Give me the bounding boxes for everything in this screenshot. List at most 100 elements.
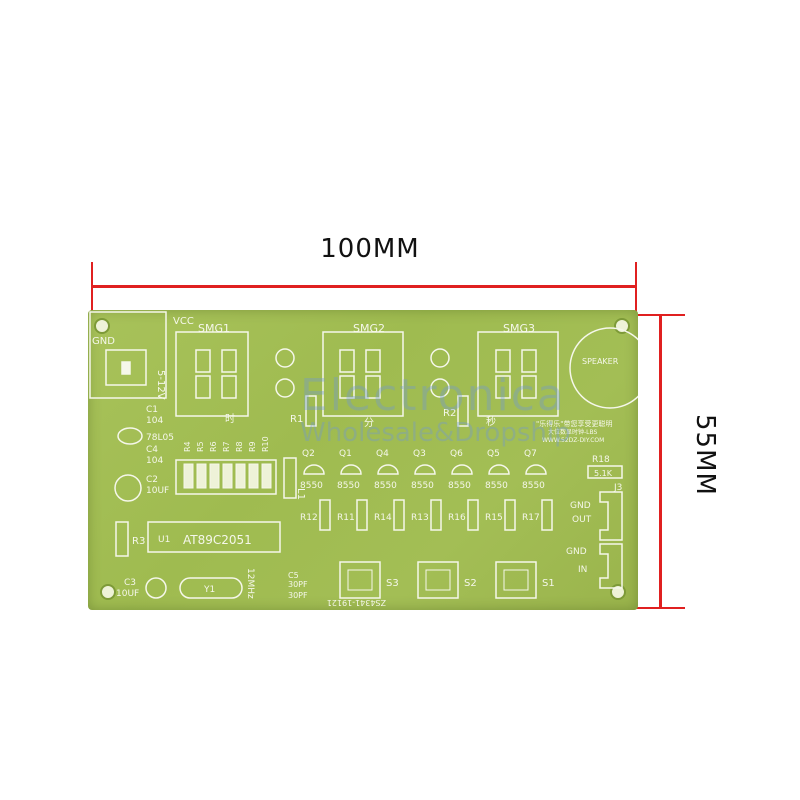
in-pin-gnd: GND bbox=[566, 547, 587, 557]
r2-footprint bbox=[457, 395, 469, 427]
brand-line1: "乐得乐"带您享受更聪明 bbox=[536, 419, 612, 428]
array-r6-footprint bbox=[209, 463, 220, 489]
array-r4-label: R4 bbox=[183, 441, 192, 452]
array-r6-label: R6 bbox=[209, 441, 218, 452]
transistor-q5-footprint bbox=[488, 464, 510, 475]
c2-footprint bbox=[114, 474, 142, 502]
r1-label: R1 bbox=[290, 414, 303, 425]
transistor-q2-label: Q2 bbox=[302, 449, 315, 459]
array-r5-label: R5 bbox=[196, 441, 205, 452]
c1-value: 104 bbox=[146, 416, 163, 426]
resistor-r14-footprint bbox=[393, 499, 405, 531]
transistor-q5-type: 8550 bbox=[485, 481, 508, 491]
width-dimension-tick-left bbox=[91, 262, 93, 312]
speaker-outline bbox=[569, 327, 651, 409]
c2-label: C2 bbox=[146, 475, 158, 485]
array-r4-footprint bbox=[183, 463, 194, 489]
crystal-label: Y1 bbox=[203, 585, 215, 595]
mcu-ref: U1 bbox=[158, 535, 170, 545]
resistor-r15-label: R15 bbox=[485, 513, 503, 523]
transistor-q7-footprint bbox=[525, 464, 547, 475]
segment-display-smg2 bbox=[322, 331, 404, 417]
in-pin-in: IN bbox=[578, 565, 587, 575]
vcc-label: VCC bbox=[173, 316, 194, 327]
r18-label: R18 bbox=[592, 455, 610, 465]
height-dimension-tick-bottom bbox=[630, 607, 685, 609]
array-r7-label: R7 bbox=[222, 441, 231, 452]
button-s3-cap bbox=[347, 569, 373, 591]
input-connector-footprint bbox=[599, 543, 623, 589]
l1-label: L1 bbox=[295, 488, 306, 500]
resistor-r12-label: R12 bbox=[300, 513, 318, 523]
mcu-footprint bbox=[147, 521, 281, 553]
c4-label: C4 bbox=[146, 445, 158, 455]
transistor-q1-label: Q1 bbox=[339, 449, 352, 459]
crystal-footprint bbox=[179, 577, 243, 599]
transistor-q6-footprint bbox=[451, 464, 473, 475]
resistor-r13-footprint bbox=[430, 499, 442, 531]
transistor-q4-type: 8550 bbox=[374, 481, 397, 491]
j3-pin-gnd: GND bbox=[570, 501, 591, 511]
button-s3-footprint bbox=[339, 561, 381, 599]
resistor-r13-label: R13 bbox=[411, 513, 429, 523]
transistor-q2-type: 8550 bbox=[300, 481, 323, 491]
transistor-q7-type: 8550 bbox=[522, 481, 545, 491]
button-s1-footprint bbox=[495, 561, 537, 599]
colon-leds bbox=[275, 348, 450, 398]
array-r9-label: R9 bbox=[248, 441, 257, 452]
serial-label: ZS4341-19121 bbox=[327, 598, 386, 607]
transistor-q7-label: Q7 bbox=[524, 449, 537, 459]
smg2-caption: 分 bbox=[364, 417, 374, 429]
speaker-label: SPEAKER bbox=[582, 357, 619, 366]
array-r10-footprint bbox=[261, 463, 272, 489]
resistor-r12-footprint bbox=[319, 499, 331, 531]
transistor-row: Q28550Q18550Q48550Q38550Q68550Q58550Q785… bbox=[300, 449, 547, 491]
brand-url: WWW.52DZ-DIY.COM bbox=[542, 437, 604, 444]
transistor-q3-type: 8550 bbox=[411, 481, 434, 491]
resistor-r17-footprint bbox=[541, 499, 553, 531]
transistor-q4-label: Q4 bbox=[376, 449, 389, 459]
smg3-label: SMG3 bbox=[503, 322, 535, 335]
j3-label: J3 bbox=[613, 483, 622, 493]
power-connector-footprint bbox=[89, 311, 167, 399]
resistor-array-outline bbox=[175, 459, 277, 495]
c5-value: 30PF bbox=[288, 580, 308, 589]
segment-display-smg3 bbox=[477, 331, 559, 417]
c3-label: C3 bbox=[124, 578, 136, 588]
mcu-label: AT89C2051 bbox=[183, 533, 252, 547]
array-r10-label: R10 bbox=[261, 436, 270, 452]
c6-value: 30PF bbox=[288, 591, 308, 600]
gnd-label: GND bbox=[92, 336, 115, 347]
crystal-freq: 12MHz bbox=[245, 568, 255, 599]
segment-display-smg1 bbox=[175, 331, 249, 417]
transistor-q3-label: Q3 bbox=[413, 449, 426, 459]
resistor-r15-footprint bbox=[504, 499, 516, 531]
r2-label: R2 bbox=[443, 408, 456, 419]
smg1-label: SMG1 bbox=[198, 322, 230, 335]
transistor-q6-label: Q6 bbox=[450, 449, 463, 459]
smg1-caption: 时 bbox=[225, 413, 235, 425]
height-dimension-line bbox=[659, 315, 662, 608]
array-r8-footprint bbox=[235, 463, 246, 489]
button-s1-cap bbox=[503, 569, 529, 591]
c2-value: 10UF bbox=[146, 486, 169, 496]
c4-value: 104 bbox=[146, 456, 163, 466]
supply-label: 5-12V bbox=[155, 370, 166, 400]
transistor-q2-footprint bbox=[303, 464, 325, 475]
r1-footprint bbox=[305, 395, 317, 427]
resistor-r16-footprint bbox=[467, 499, 479, 531]
regulator-label: 78L05 bbox=[146, 433, 174, 443]
j3-footprint bbox=[599, 491, 623, 541]
width-dimension-line bbox=[92, 285, 637, 288]
watermark-line2: Wholesale&Dropship bbox=[300, 418, 571, 448]
height-label: 55MM bbox=[690, 414, 720, 496]
transistor-q3-footprint bbox=[414, 464, 436, 475]
transistor-q4-footprint bbox=[377, 464, 399, 475]
r3-footprint bbox=[115, 521, 129, 557]
c3-footprint bbox=[145, 577, 167, 599]
resistor-r11-footprint bbox=[356, 499, 368, 531]
button-s3-label: S3 bbox=[386, 578, 399, 589]
array-r5-footprint bbox=[196, 463, 207, 489]
